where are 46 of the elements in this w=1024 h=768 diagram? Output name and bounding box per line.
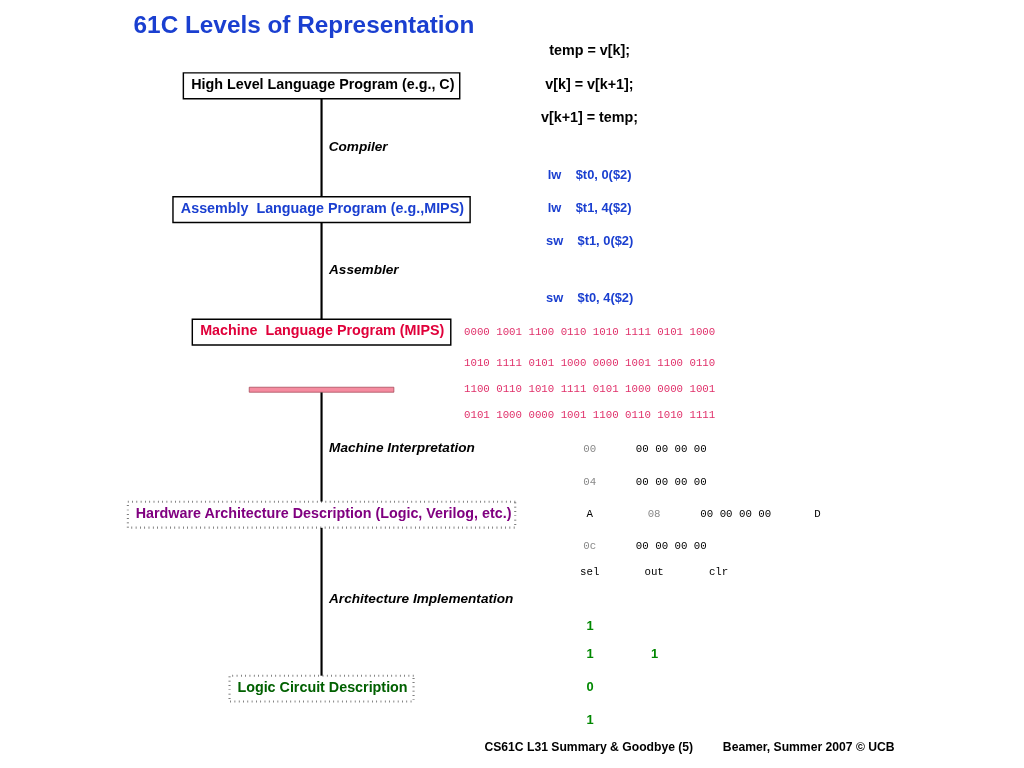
label: v[k+1] = temp; xyxy=(541,109,639,126)
label: 00 00 00 00 xyxy=(635,442,707,455)
edge-label: Machine Interpretation xyxy=(329,440,475,456)
label: lw $t1, 4($2) xyxy=(547,200,632,216)
label: v[k] = v[k+1]; xyxy=(545,75,634,92)
label: 00 xyxy=(583,442,597,455)
edge-label: Compiler xyxy=(328,139,388,155)
label: sw $t0, 4($2) xyxy=(546,289,634,305)
label: 08 xyxy=(647,508,661,521)
label: 1100 0110 1010 1111 0101 1000 0000 1001 xyxy=(464,383,716,396)
label: 1 xyxy=(650,646,659,662)
connector xyxy=(320,527,323,676)
label: D xyxy=(814,508,821,521)
label: sw $t1, 0($2) xyxy=(546,233,634,249)
node-box: Assembly Language Program (e.g.,MIPS) xyxy=(172,196,471,224)
node-box: Logic Circuit Description xyxy=(228,674,415,703)
node-bar xyxy=(248,386,395,393)
node-box: High Level Language Program (e.g., C) xyxy=(182,72,461,100)
label: CS61C L31 Summary & Goodbye (5) xyxy=(484,740,694,755)
label: A xyxy=(586,508,593,521)
label: 1010 1111 0101 1000 0000 1001 1100 0110 xyxy=(464,357,716,370)
label: 1 xyxy=(586,646,594,662)
label: lw $t0, 0($2) xyxy=(547,167,632,183)
node-box: Hardware Architecture Description (Logic, Verilog, etc.) xyxy=(126,500,517,529)
label: Beamer, Summer 2007 © UCB xyxy=(722,740,895,755)
label: temp = v[k]; xyxy=(549,42,630,58)
label: 0 xyxy=(586,679,594,695)
label: out xyxy=(644,565,664,578)
node-box: Machine Language Program (MIPS) xyxy=(191,318,452,346)
edge-label: Architecture Implementation xyxy=(329,590,514,606)
edge-label: Assembler xyxy=(329,261,399,277)
label: 1 xyxy=(586,618,594,634)
connector xyxy=(320,392,323,502)
diagram-title: 61C Levels of Representation xyxy=(133,10,475,38)
label: 00 00 00 00 xyxy=(635,540,707,553)
label: 1 xyxy=(586,712,594,728)
label: 0c xyxy=(583,540,597,553)
label: 00 00 00 00 xyxy=(700,508,772,521)
label: 0101 1000 0000 1001 1100 0110 1010 1111 xyxy=(464,409,716,422)
label: 00 00 00 00 xyxy=(635,476,707,489)
connector xyxy=(320,98,323,197)
connector xyxy=(320,222,323,320)
label: clr xyxy=(708,565,729,578)
label: sel xyxy=(580,565,600,578)
label: 0000 1001 1100 0110 1010 1111 0101 1000 xyxy=(464,325,716,338)
label: 04 xyxy=(583,476,597,489)
